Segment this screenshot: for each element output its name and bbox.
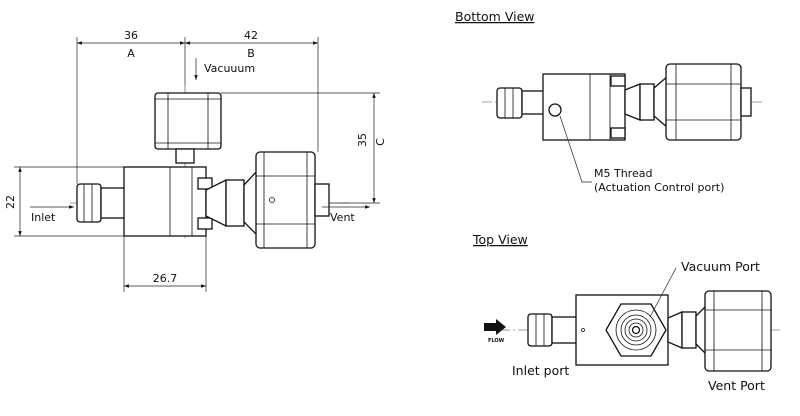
vacuum-stem xyxy=(175,148,195,164)
dim-c-label: C xyxy=(374,138,387,146)
top-inlet-fitting xyxy=(527,313,553,347)
top-view-title: Top View xyxy=(472,232,528,247)
dim-a-label: A xyxy=(127,47,135,60)
m5-thread-port xyxy=(548,103,562,117)
dim-body-value: 26.7 xyxy=(153,272,178,285)
vent-nut xyxy=(255,151,316,249)
valve-body xyxy=(123,166,207,237)
inlet-port-label: Inlet port xyxy=(512,363,569,378)
bottom-vent-nut xyxy=(665,63,742,141)
flow-arrow-icon: FLOW xyxy=(484,319,506,344)
bottom-view: Bottom View M5 Thread (Actuation Control… xyxy=(455,9,762,194)
dim-a-value: 36 xyxy=(124,29,138,42)
vacuum-label: Vacuuum xyxy=(204,62,255,75)
vent-port-label: Vent Port xyxy=(708,378,765,393)
dim-b-label: B xyxy=(247,47,255,60)
bottom-view-title: Bottom View xyxy=(455,9,535,24)
vacuum-cap xyxy=(154,92,222,150)
dim-height-value: 22 xyxy=(4,195,17,209)
inlet-label: Inlet xyxy=(31,211,56,224)
vacuum-port-label: Vacuum Port xyxy=(681,259,760,274)
dim-c-value: 35 xyxy=(356,133,369,147)
vacuum-port-bore xyxy=(631,325,641,335)
top-vent-nut xyxy=(704,290,772,372)
dim-b-value: 42 xyxy=(244,29,258,42)
thread-label-line1: M5 Thread xyxy=(594,167,652,180)
side-view: 36 A 42 B Vacuuum 35 C 22 26.7 Inlet Ven… xyxy=(4,29,387,292)
flow-label: FLOW xyxy=(488,338,505,344)
top-view: Top View FLOW Vacuum Port Inlet port Ve xyxy=(472,232,782,393)
vent-label: Vent xyxy=(330,211,355,224)
thread-label-line2: (Actuation Control port) xyxy=(594,181,724,194)
bottom-inlet-fitting xyxy=(496,87,523,119)
inlet-fitting xyxy=(76,183,102,223)
